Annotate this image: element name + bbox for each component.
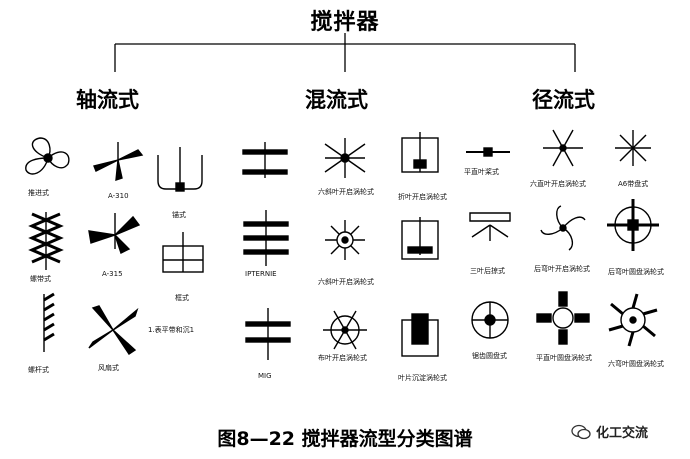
label-pbt-top: 六斜叶开启涡轮式 bbox=[318, 188, 374, 196]
a315-icon bbox=[88, 213, 141, 254]
label-screw: 螺杆式 bbox=[28, 366, 49, 374]
category-axial: 轴流式 bbox=[76, 88, 139, 112]
intermig-icon bbox=[243, 210, 289, 266]
open-turbine-tank-icon bbox=[401, 217, 439, 260]
six-curved-disc-turbine-icon bbox=[608, 293, 658, 347]
sawtooth-disc-icon bbox=[471, 301, 509, 339]
label-curved-disc: 后弯叶圆盘涡轮式 bbox=[608, 268, 664, 276]
label-a6: A6带盘式 bbox=[618, 180, 649, 188]
flat-blade-disc-turbine-icon bbox=[536, 291, 590, 345]
anchor-icon bbox=[157, 147, 203, 192]
settling-blade-icon bbox=[401, 313, 439, 357]
label-6curved-disc: 六弯叶圆盘涡轮式 bbox=[608, 360, 664, 368]
screw-icon bbox=[43, 292, 55, 352]
label-frame: 框式 bbox=[175, 294, 189, 302]
six-flat-blade-turbine-icon bbox=[543, 129, 583, 167]
mig-icon bbox=[245, 308, 291, 360]
label-intermig: IPTERNIE bbox=[245, 270, 277, 278]
label-propeller: 推进式 bbox=[28, 189, 49, 197]
a310-icon bbox=[93, 142, 144, 182]
label-anchor: 锚式 bbox=[172, 211, 186, 219]
paddle-stack-icon bbox=[242, 142, 288, 178]
label-curved-open: 后弯叶开启涡轮式 bbox=[534, 265, 590, 273]
curved-disc-turbine-icon bbox=[607, 199, 659, 251]
label-pbt-bot: 布叶开启涡轮式 bbox=[318, 354, 367, 362]
flat-paddle-icon bbox=[466, 147, 510, 157]
category-mixed: 混流式 bbox=[305, 88, 368, 112]
a6-disc-icon bbox=[615, 130, 651, 166]
label-pbt-mid: 六斜叶开启涡轮式 bbox=[318, 278, 374, 286]
helical-ribbon-icon bbox=[28, 212, 64, 270]
label-flat-paddle: 平直叶桨式 bbox=[464, 168, 499, 176]
category-radial: 径流式 bbox=[532, 88, 595, 112]
figure-caption: 图8—22 搅拌器流型分类图谱 bbox=[217, 428, 473, 450]
label-a310: A-310 bbox=[108, 192, 129, 200]
watermark-text: 化工交流 bbox=[595, 426, 648, 441]
label-mig: MIG bbox=[258, 372, 272, 380]
pitched-blade-turbine-icon bbox=[324, 138, 366, 178]
label-ribbon: 螺带式 bbox=[30, 275, 51, 283]
label-settling: 叶片沉淀涡轮式 bbox=[398, 374, 447, 382]
label-fan: 风扇式 bbox=[98, 364, 119, 372]
three-retreat-blade-icon bbox=[469, 212, 511, 241]
six-blade-disc-icon bbox=[323, 310, 367, 350]
pitched-blade-disc-icon bbox=[325, 220, 365, 260]
label-a315: A-315 bbox=[102, 270, 123, 278]
curved-open-turbine-icon bbox=[540, 205, 586, 251]
chat-bubble-icon bbox=[571, 424, 591, 439]
label-retreat: 三叶后掠式 bbox=[470, 267, 505, 275]
label-fbdt: 平直叶圆盘涡轮式 bbox=[536, 354, 592, 362]
label-6fbt: 六直叶开启涡轮式 bbox=[530, 180, 586, 188]
watermark: 化工交流 bbox=[571, 422, 648, 441]
propeller-icon bbox=[25, 137, 70, 175]
label-tank-top: 折叶开启涡轮式 bbox=[398, 193, 447, 201]
root-title: 搅拌器 bbox=[310, 10, 380, 35]
fan-icon bbox=[88, 305, 139, 355]
label-frame-note: 1.表平带和沉1 bbox=[148, 326, 195, 334]
label-sawtooth: 锯齿圆盘式 bbox=[472, 352, 507, 360]
frame-icon bbox=[162, 232, 204, 273]
tank-turbine-icon bbox=[401, 132, 439, 173]
